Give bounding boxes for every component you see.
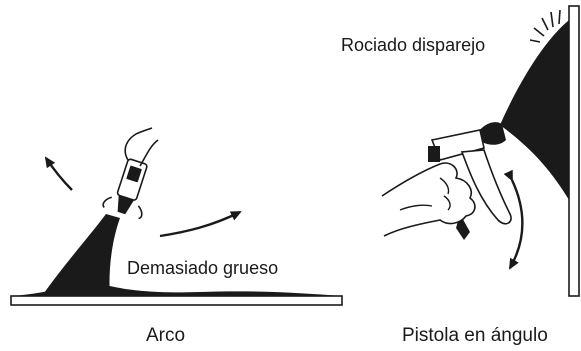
angle-panel — [381, 5, 580, 297]
hand-fingers — [399, 177, 451, 211]
gun-nozzle — [478, 122, 506, 145]
label-too-thick: Demasiado grueso — [127, 258, 279, 278]
label-uneven-spray: Rociado disparejo — [341, 35, 486, 55]
vertical-surface — [568, 5, 580, 297]
caption-arc: Arco — [146, 325, 186, 346]
spray-gun-icon — [428, 129, 512, 240]
arc-panel — [10, 127, 343, 306]
spray-gun-icon — [102, 158, 148, 220]
hand-icon — [381, 162, 476, 237]
arc-arrow-up-left — [44, 156, 73, 191]
caption-gun-at-angle: Pistola en ángulo — [402, 325, 548, 346]
overspray-splatter — [529, 9, 561, 43]
double-arrow-icon — [503, 169, 524, 270]
hand-icon — [124, 127, 159, 167]
arc-arrow-icon — [159, 210, 242, 238]
uneven-spray — [500, 20, 569, 200]
spray-fan — [42, 214, 120, 296]
work-surface — [10, 295, 343, 306]
